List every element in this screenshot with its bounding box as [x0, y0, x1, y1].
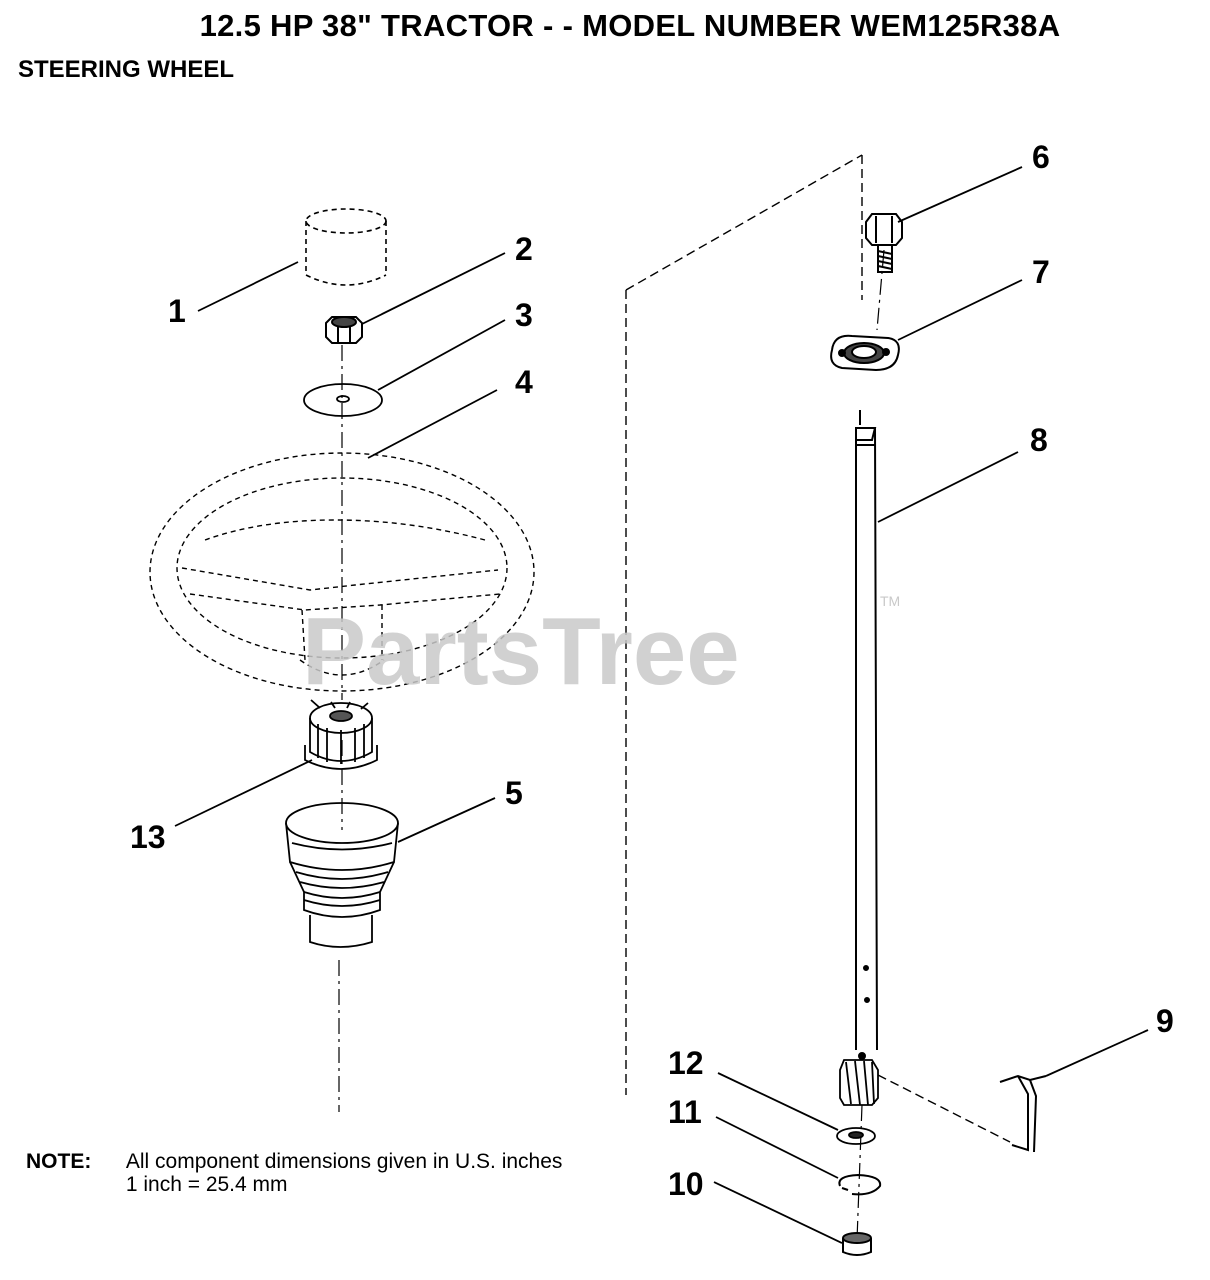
callout-1: 1 — [168, 293, 186, 329]
part-8-pinion-gear — [839, 1059, 879, 1106]
leader-lines — [174, 166, 1149, 1244]
background-panel — [625, 154, 1011, 1143]
part-9-rod — [999, 1074, 1047, 1153]
part-1-cap — [305, 208, 387, 286]
part-8-steering-shaft — [855, 410, 878, 1060]
note-line-1: All component dimensions given in U.S. i… — [125, 1150, 563, 1173]
part-11-retaining-ring — [838, 1173, 882, 1196]
callout-7: 7 — [1032, 254, 1050, 290]
part-2-nut — [325, 316, 363, 344]
callout-5: 5 — [505, 775, 523, 811]
part-7-flange — [830, 334, 900, 372]
callout-10: 10 — [668, 1166, 704, 1202]
callout-9: 9 — [1156, 1003, 1174, 1039]
diagram-title: 12.5 HP 38" TRACTOR - - MODEL NUMBER WEM… — [199, 8, 1061, 43]
part-3-washer — [303, 383, 383, 417]
note-body: All component dimensions given in U.S. i… — [126, 1150, 563, 1196]
callout-6: 6 — [1032, 139, 1050, 175]
part-6-bolt — [865, 213, 903, 273]
diagram-subtitle: STEERING WHEEL — [18, 56, 235, 83]
part-10-bushing — [842, 1232, 872, 1256]
callout-12: 12 — [668, 1045, 704, 1081]
part-13-adapter — [304, 699, 378, 770]
callout-4: 4 — [515, 364, 533, 400]
part-4-steering-wheel — [149, 452, 535, 692]
part-12-washer — [836, 1127, 876, 1145]
watermark-text: PartsTree — [302, 598, 740, 705]
callout-8: 8 — [1030, 422, 1048, 458]
callout-3: 3 — [515, 297, 533, 333]
center-axis-left — [338, 345, 343, 1112]
callout-11: 11 — [668, 1094, 702, 1130]
dimensions-note: NOTE: All component dimensions given in … — [26, 1150, 562, 1196]
note-label: NOTE: — [26, 1150, 92, 1173]
callout-2: 2 — [515, 231, 533, 267]
watermark-tm: TM — [880, 593, 900, 609]
callout-13: 13 — [130, 819, 166, 855]
part-5-boot — [285, 802, 399, 948]
note-line-2: 1 inch = 25.4 mm — [125, 1173, 288, 1196]
